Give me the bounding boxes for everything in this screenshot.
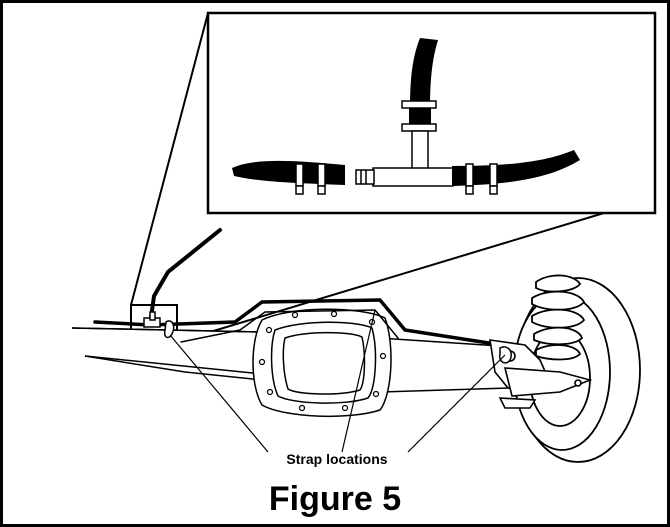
inset-vertical-hose [410,38,438,110]
vent-hose [93,228,514,354]
zoom-leader-lines [130,12,605,343]
inset-tee-fitting [355,130,454,187]
leader-to-center-strap [341,309,376,453]
figure-caption: Figure 5 [268,480,402,518]
leader-to-left-strap [169,334,269,453]
strap-left [163,320,175,339]
strap-locations-label: Strap locations [286,451,388,467]
axle-tee-fitting [143,311,161,328]
vent-hose-inner [180,309,399,343]
inset-right-hose [452,150,580,186]
inset-left-hose [232,160,345,185]
inset-vertical-hose-lower [409,108,431,124]
vent-hose-main [93,298,514,354]
vent-hose-upper [149,228,222,320]
cover-bolts [258,310,387,412]
differential-cover-panel [282,331,366,395]
inset-left-clamps [295,163,326,195]
coil-spring [531,274,586,361]
strap-right [498,346,512,364]
inset-detail [206,11,657,215]
axle-assembly [71,308,511,418]
leader-to-right-strap [407,354,506,453]
callout-leaders [169,309,506,453]
inset-right-clamps [465,163,498,195]
